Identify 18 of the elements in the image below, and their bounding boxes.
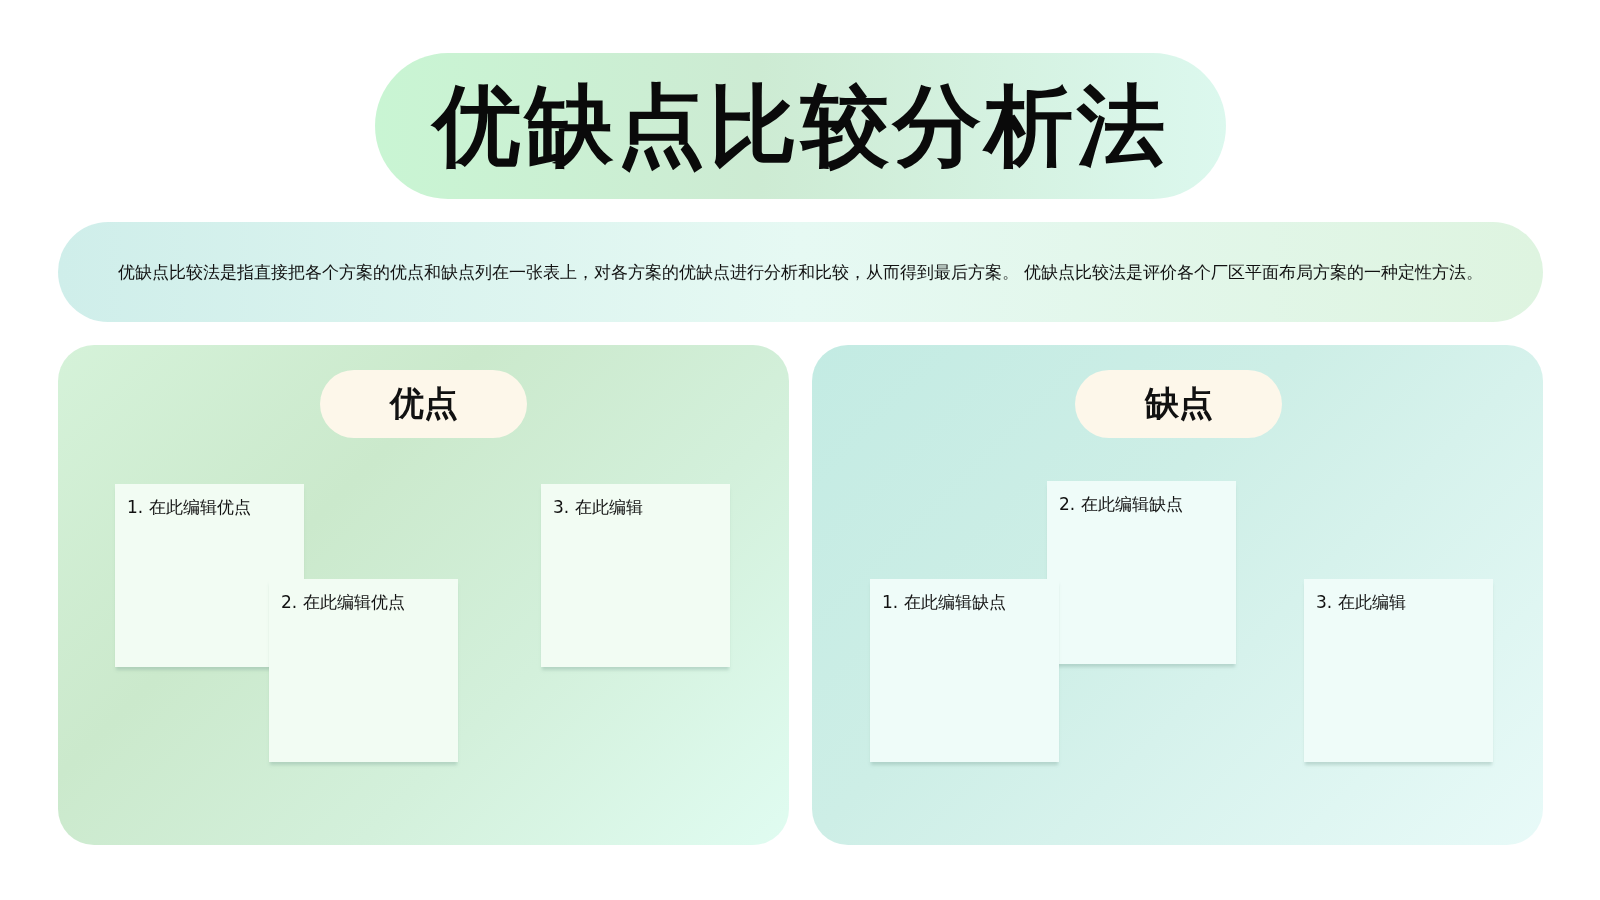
note-text: 1. 在此编辑优点 <box>127 497 251 517</box>
panel-background <box>812 345 1543 845</box>
title: 优缺点比较分析法 <box>432 72 1169 179</box>
heading-text: 优点 <box>389 382 458 425</box>
note-text: 3. 在此编辑 <box>1316 592 1406 612</box>
note-text: 1. 在此编辑缺点 <box>882 592 1006 612</box>
description-text: 优缺点比较法是指直接把各个方案的优点和缺点列在一张表上，对各方案的优缺点进行分析和比较，从而得到最后方案。 优缺点比较法是评价各个厂区平面布局方案的一种定性方法。 <box>117 260 1484 284</box>
panel-background <box>58 345 789 845</box>
note-text: 2. 在此编辑优点 <box>281 592 405 612</box>
sticky-note <box>541 484 730 667</box>
sticky-note <box>269 579 458 762</box>
sticky-note <box>870 579 1059 762</box>
sticky-note <box>115 484 304 667</box>
note-text: 2. 在此编辑缺点 <box>1059 494 1183 514</box>
note-text: 3. 在此编辑 <box>553 497 643 517</box>
sticky-note <box>1304 579 1493 762</box>
sticky-note <box>1047 481 1236 664</box>
heading-text: 缺点 <box>1144 382 1213 425</box>
